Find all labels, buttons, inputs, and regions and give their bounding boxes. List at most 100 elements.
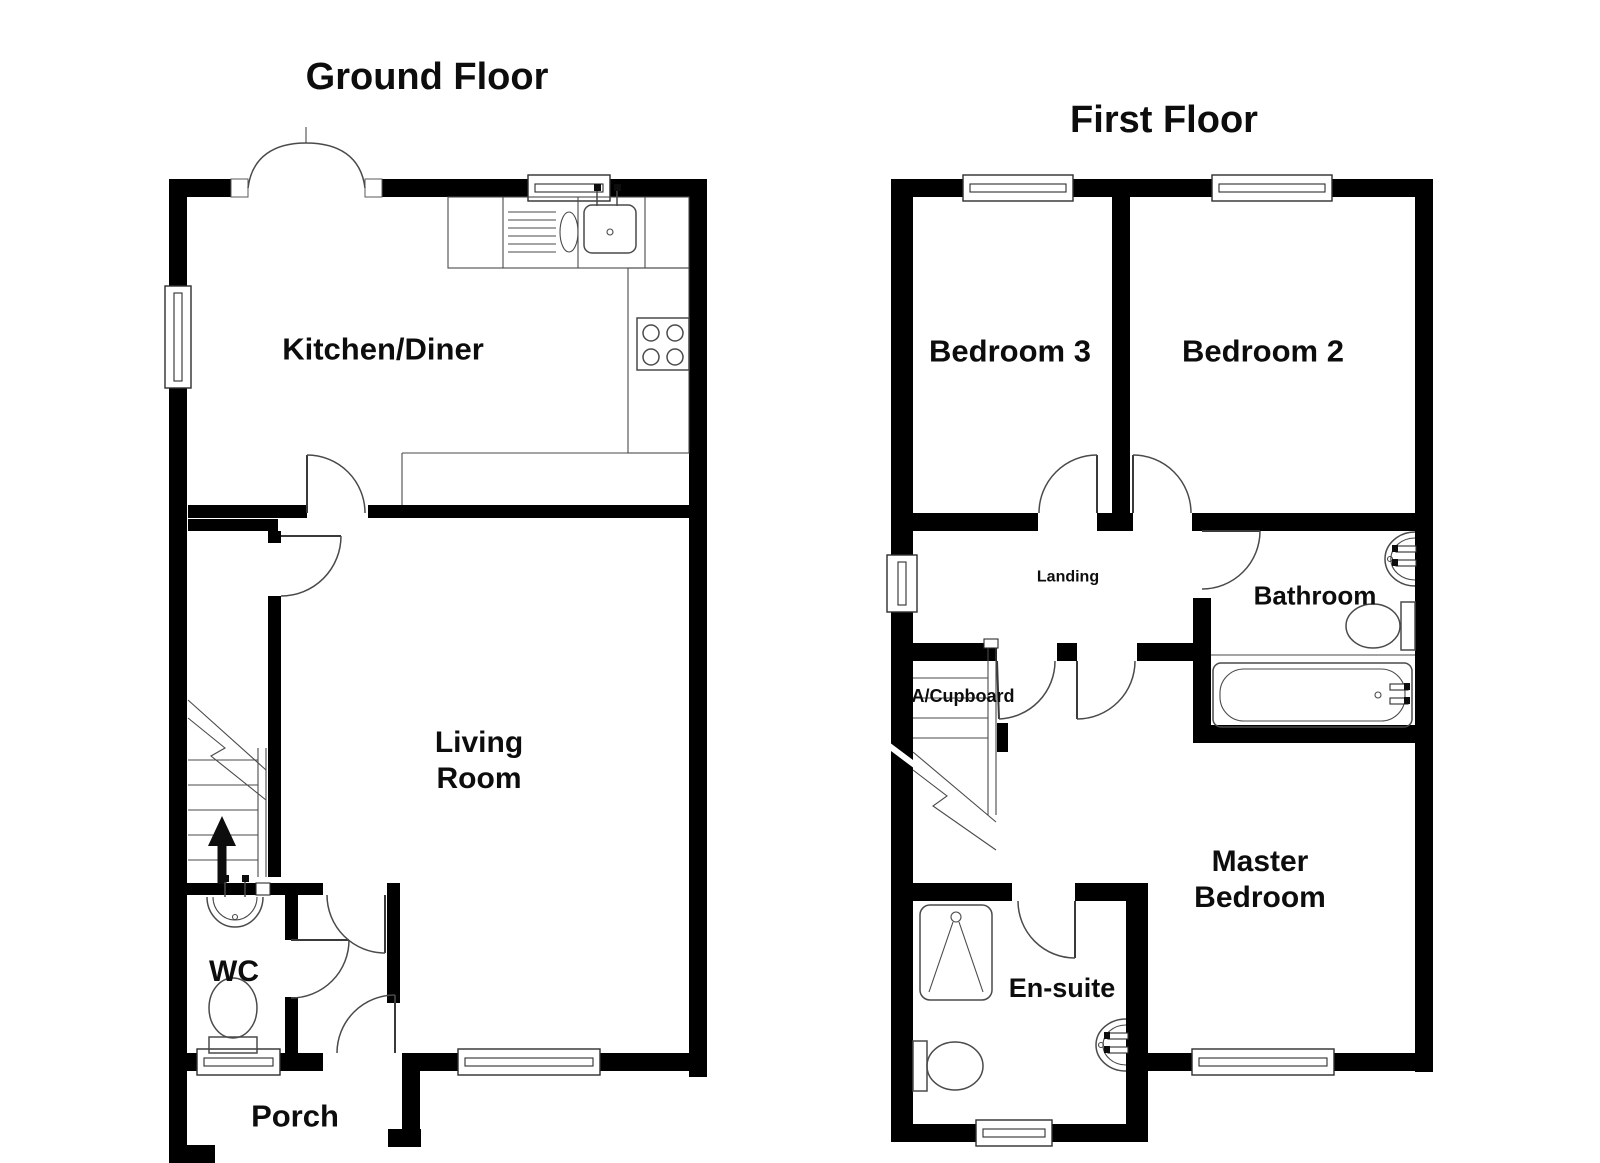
basin-inner	[212, 896, 258, 921]
wall	[891, 179, 913, 555]
tap-head	[242, 875, 249, 882]
up-arrow-icon	[208, 816, 236, 884]
wall	[1192, 513, 1211, 531]
ensuite-toilet-icon	[912, 1040, 984, 1092]
ensuite-window-icon	[975, 1119, 1053, 1147]
wall	[1075, 883, 1126, 901]
kitchen-side-window-icon	[164, 285, 192, 389]
door-swing-arc	[305, 142, 366, 189]
bedroom-3-window-icon	[962, 174, 1074, 202]
wc-basin-icon	[206, 875, 264, 928]
plug-hole	[1374, 691, 1382, 699]
wall	[188, 519, 278, 531]
bath-inner	[1219, 668, 1406, 722]
plug-hole	[1097, 1041, 1105, 1049]
wall	[1052, 1124, 1148, 1142]
french-doors-icon	[230, 127, 383, 198]
tap-head	[614, 184, 621, 191]
wall	[1073, 179, 1212, 197]
toilet-bowl	[926, 1041, 984, 1091]
wall	[388, 1129, 421, 1147]
window-glass	[1198, 1057, 1328, 1067]
door-jamb	[230, 178, 249, 198]
window-glass	[464, 1057, 594, 1067]
wall	[268, 596, 281, 877]
shower-icon	[919, 904, 993, 1001]
wall	[188, 505, 307, 518]
stair-banister	[257, 748, 267, 877]
wall	[187, 1053, 197, 1071]
room-label-bathroom: Bathroom	[1253, 580, 1377, 611]
tap-head	[1404, 697, 1410, 704]
tap-head	[1404, 683, 1410, 690]
wall	[280, 1053, 323, 1071]
ground-floor-walls	[169, 179, 707, 1163]
wall	[891, 1124, 976, 1142]
ensuite-basin-icon	[1095, 1018, 1129, 1072]
wall	[1126, 883, 1148, 1142]
wall	[187, 883, 323, 895]
wc-toilet-icon	[208, 977, 258, 1054]
master-bedroom-window-icon	[1191, 1048, 1335, 1076]
landing-door-icon	[1076, 660, 1136, 720]
wc-door-icon	[290, 939, 350, 999]
sink-bowl	[583, 204, 637, 254]
door-swing-arc	[1076, 660, 1136, 720]
wall	[1211, 513, 1433, 531]
bedroom-2-window-icon	[1211, 174, 1333, 202]
bath-icon	[1211, 654, 1415, 728]
basin-bowl	[206, 896, 264, 928]
hob-ring	[666, 324, 684, 342]
shower-lines	[928, 921, 984, 993]
drainer-bowl	[559, 211, 579, 253]
arrow-head	[208, 816, 236, 846]
room-label-living-room: Living Room	[434, 726, 524, 795]
toilet-cistern	[208, 1036, 258, 1054]
counter-divider	[502, 197, 646, 268]
counter-edge	[401, 452, 628, 505]
tap-head	[594, 184, 601, 191]
tap	[1395, 559, 1417, 567]
window-glass	[1218, 183, 1326, 193]
stairs-icon	[187, 699, 271, 896]
stair-treads	[188, 759, 258, 861]
bathroom-door-icon	[1201, 530, 1261, 590]
bathroom-basin-icon	[1384, 531, 1417, 587]
wall	[1334, 1053, 1433, 1071]
toilet-bowl	[1345, 603, 1401, 649]
bedroom-3-door-icon	[1038, 454, 1098, 514]
window-glass	[897, 561, 907, 606]
banister-post	[255, 882, 271, 896]
living-room-window-icon	[457, 1048, 601, 1076]
hob-icon	[636, 317, 690, 371]
room-label-master-bedroom: Master Bedroom	[1194, 845, 1326, 914]
window-glass	[969, 183, 1067, 193]
kitchen-sink-icon	[508, 184, 637, 254]
window-glass	[173, 292, 183, 382]
window-glass	[982, 1128, 1046, 1138]
ensuite-door-icon	[1017, 900, 1076, 959]
hob-ring	[642, 324, 660, 342]
tap	[596, 190, 618, 206]
wall	[1137, 643, 1211, 661]
wall	[169, 179, 187, 286]
door-swing-arc	[280, 535, 342, 597]
tap-head	[1104, 1032, 1110, 1039]
stair-banister	[987, 645, 997, 815]
door-swing-arc	[306, 454, 366, 514]
toilet-bowl	[208, 977, 258, 1039]
room-label-landing: Landing	[1036, 568, 1100, 586]
door-leaf	[996, 660, 1000, 720]
wall	[1057, 643, 1077, 661]
hall-door-icon	[280, 535, 342, 597]
landing-stairs-icon	[886, 638, 999, 851]
living-room-door-icon	[326, 894, 386, 954]
wall	[913, 883, 1012, 901]
door-swing-arc	[247, 142, 307, 189]
wall	[1148, 1053, 1192, 1071]
hob-plate	[636, 317, 690, 371]
hob-ring	[666, 348, 684, 366]
stair-break-line	[187, 699, 267, 801]
